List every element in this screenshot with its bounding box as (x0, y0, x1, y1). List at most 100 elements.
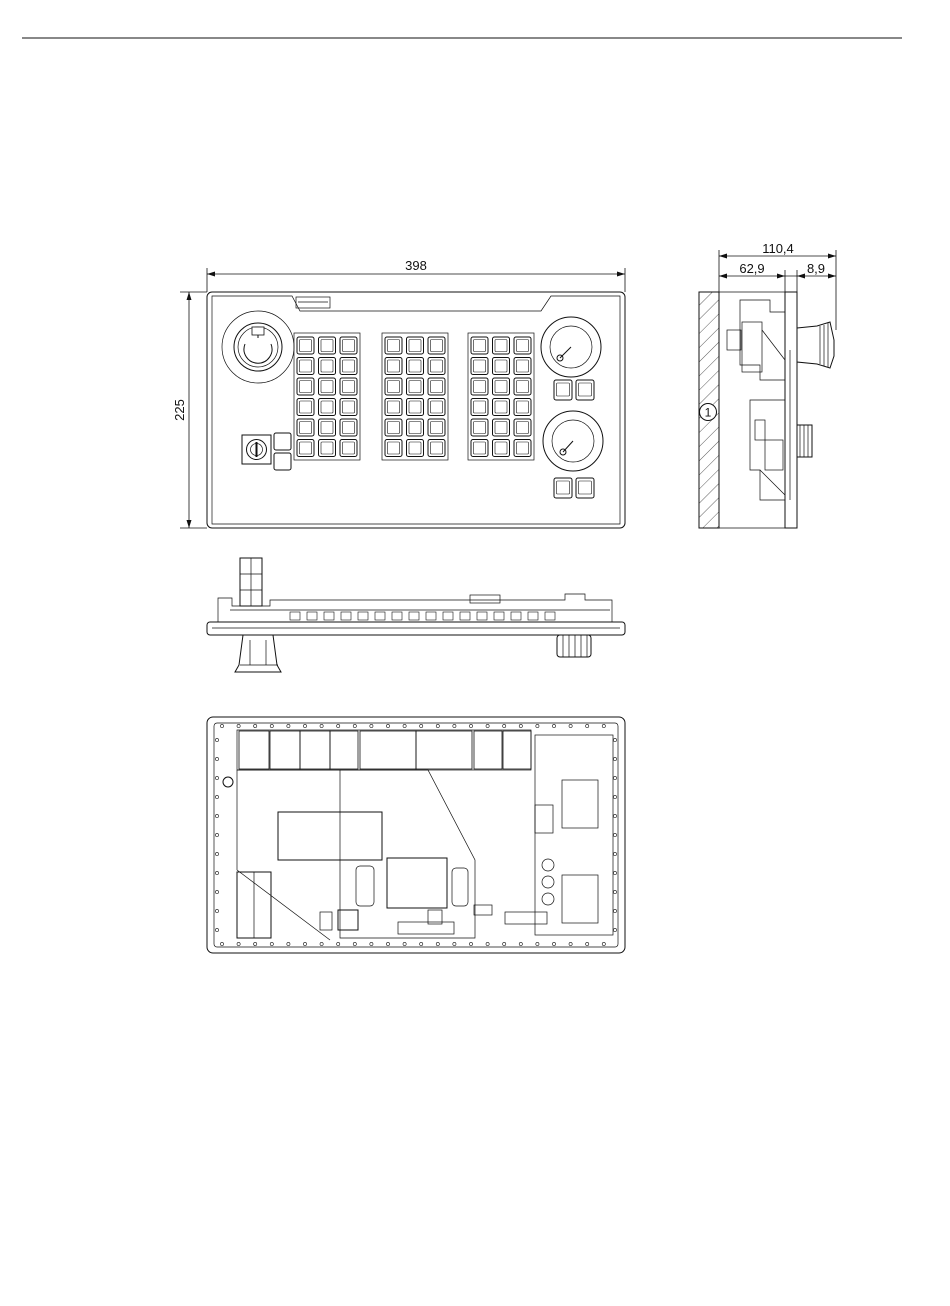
rear-screw (403, 942, 406, 945)
rear-screw (536, 724, 539, 727)
depth-total-label: 110,4 (762, 241, 794, 256)
rear-screw (215, 909, 218, 912)
rear-key-module (239, 731, 269, 769)
rear-screw (337, 724, 340, 727)
rear-screw (270, 724, 273, 727)
top-key-stub (426, 612, 436, 620)
rear-screw (613, 738, 616, 741)
top-knob (557, 635, 591, 657)
rear-screw (220, 942, 223, 945)
rear-screw (320, 724, 323, 727)
top-front-plate (207, 622, 625, 635)
depth-front-label: 8,9 (807, 261, 825, 276)
rear-screw (613, 852, 616, 855)
keypad-group (382, 333, 448, 460)
rear-screw (536, 942, 539, 945)
top-view (207, 558, 625, 672)
top-emergency-stop (235, 635, 281, 672)
rear-screw (287, 942, 290, 945)
rear-screw (586, 942, 589, 945)
label-slot (296, 297, 330, 308)
rear-screw (237, 942, 240, 945)
top-key-stub (494, 612, 504, 620)
rear-screw (469, 942, 472, 945)
rear-screw (254, 942, 257, 945)
rear-key-modules-row (237, 730, 531, 770)
top-key-stub (460, 612, 470, 620)
callout-number: 1 (705, 406, 712, 420)
rear-key-module (416, 731, 472, 769)
top-key-stub (511, 612, 521, 620)
rear-screw (370, 724, 373, 727)
rear-screw (503, 724, 506, 727)
rear-screw (254, 724, 257, 727)
rear-screw (215, 776, 218, 779)
keypad-group (294, 333, 360, 460)
rear-screw (386, 724, 389, 727)
top-key-stub (545, 612, 555, 620)
top-key-stub (307, 612, 317, 620)
rear-screw (486, 942, 489, 945)
rear-screw (519, 942, 522, 945)
rear-screw (303, 942, 306, 945)
rear-screw (215, 795, 218, 798)
depth-rear-label: 62,9 (739, 261, 764, 276)
key-switch-front (242, 435, 271, 464)
top-key-stub (358, 612, 368, 620)
rear-power-module (278, 812, 382, 860)
top-key-stub (341, 612, 351, 620)
rear-screw (613, 757, 616, 760)
rear-screw (287, 724, 290, 727)
rear-screw (237, 724, 240, 727)
keypad-key (274, 433, 291, 450)
height-dimension-label: 225 (172, 399, 187, 421)
rear-screw (552, 942, 555, 945)
rear-screw (420, 942, 423, 945)
rear-view (207, 717, 625, 953)
rear-screw (613, 890, 616, 893)
rear-screw (436, 724, 439, 727)
rear-screw (215, 833, 218, 836)
rear-main-pcb (237, 770, 475, 940)
rear-screw (613, 795, 616, 798)
rear-screw (613, 833, 616, 836)
rear-screw (503, 942, 506, 945)
top-key-stubs (290, 612, 555, 620)
rear-key-module (474, 731, 502, 769)
rear-screw (519, 724, 522, 727)
side-view: 110,4 62,9 8,9 1 (699, 241, 836, 528)
rear-screw (569, 724, 572, 727)
rear-screw (613, 814, 616, 817)
top-key-stub (528, 612, 538, 620)
side-knob (797, 425, 812, 457)
rear-screw (453, 724, 456, 727)
rear-screw (586, 724, 589, 727)
rear-screw (602, 724, 605, 727)
rear-screw (337, 942, 340, 945)
rear-key-module (503, 731, 531, 769)
rear-screw (370, 942, 373, 945)
rear-screw (552, 724, 555, 727)
top-key-stub (409, 612, 419, 620)
override-knob-top (541, 317, 601, 377)
keypad-group (468, 333, 534, 460)
rear-screw (613, 871, 616, 874)
rear-screw (215, 871, 218, 874)
depth-dimensions: 110,4 62,9 8,9 (719, 241, 836, 330)
rear-screw (613, 909, 616, 912)
rear-screw (403, 724, 406, 727)
rear-screw (469, 724, 472, 727)
rear-screw (215, 928, 218, 931)
rear-key-module (300, 731, 330, 769)
width-dimension: 398 (207, 258, 625, 292)
rear-key-modules (239, 731, 531, 769)
rear-key-module (270, 731, 300, 769)
rear-key-module (330, 731, 358, 769)
rear-screw (215, 814, 218, 817)
rear-screw (303, 724, 306, 727)
rear-screw (436, 942, 439, 945)
rear-key-module (360, 731, 416, 769)
rear-screw (220, 724, 223, 727)
rear-screw (215, 738, 218, 741)
top-rear-housing (218, 594, 612, 622)
